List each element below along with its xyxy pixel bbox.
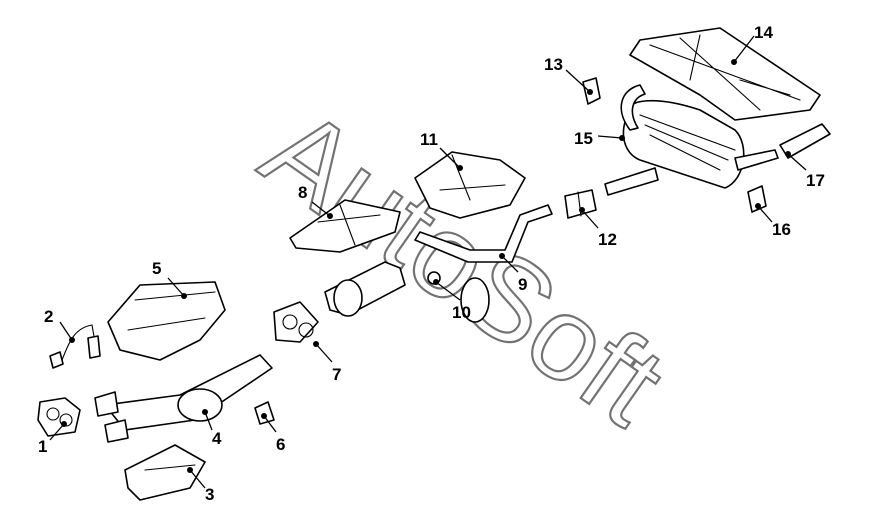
flange-gasket[interactable]: [254, 401, 275, 425]
callout-3: 3: [187, 467, 214, 504]
lower-heat-shield[interactable]: [124, 444, 206, 501]
front-heat-shield[interactable]: [289, 199, 401, 253]
callout-label: 17: [806, 171, 825, 190]
callout-label: 2: [44, 307, 53, 326]
callout-label: 10: [452, 303, 471, 322]
callout-12: 12: [579, 207, 617, 249]
callout-11: 11: [420, 130, 463, 171]
callout-14: 14: [731, 23, 773, 65]
callout-2: 2: [44, 307, 75, 343]
callout-label: 6: [276, 435, 285, 454]
callout-4: 4: [202, 409, 222, 448]
callout-label: 1: [38, 437, 47, 456]
callout-7: 7: [313, 341, 341, 384]
callout-13: 13: [544, 55, 593, 95]
callout-6: 6: [261, 413, 285, 454]
front-pipe[interactable]: [273, 261, 406, 343]
oxygen-sensor[interactable]: [49, 324, 101, 369]
exhaust-manifold-catalyst[interactable]: [94, 354, 273, 443]
callout-label: 13: [544, 55, 563, 74]
manifold-heat-shield[interactable]: [107, 281, 226, 361]
callout-label: 5: [152, 259, 161, 278]
callout-17: 17: [785, 151, 825, 190]
callout-5: 5: [152, 259, 187, 299]
callout-16: 16: [755, 203, 791, 239]
callout-label: 8: [298, 183, 307, 202]
callout-8: 8: [298, 183, 333, 219]
pipe-clamp[interactable]: [564, 189, 597, 219]
callout-label: 7: [332, 365, 341, 384]
callout-label: 11: [420, 130, 438, 149]
callout-label: 9: [518, 275, 527, 294]
callout-15: 15: [574, 129, 625, 148]
center-heat-shield[interactable]: [414, 151, 526, 219]
rear-muffler[interactable]: [604, 84, 779, 196]
muffler-rubber-hanger[interactable]: [747, 185, 767, 213]
intermediate-pipe[interactable]: [414, 204, 553, 323]
callout-10: 10: [433, 279, 471, 322]
callout-label: 3: [205, 485, 214, 504]
manifold-gasket[interactable]: [37, 397, 81, 437]
callout-label: 12: [598, 230, 617, 249]
callout-label: 4: [212, 429, 222, 448]
callout-label: 14: [754, 23, 773, 42]
rear-heat-shield[interactable]: [629, 27, 821, 121]
callout-1: 1: [38, 421, 67, 456]
callout-label: 15: [574, 129, 593, 148]
callout-9: 9: [499, 253, 527, 294]
callout-label: 16: [772, 220, 791, 239]
